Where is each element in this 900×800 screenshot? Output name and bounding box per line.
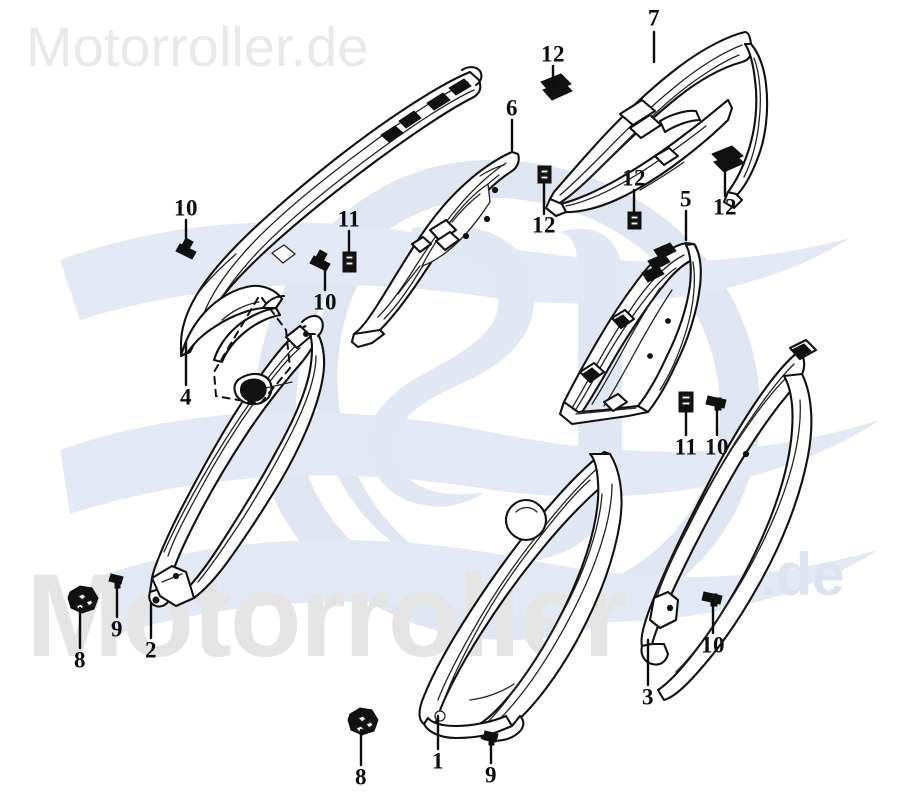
callout-label-10[interactable]: 10 [705,434,729,460]
callout-label-12[interactable]: 12 [713,194,737,220]
fastener-12-clip-b[interactable] [627,211,642,230]
part-1-left-side-fairing-panel[interactable] [418,450,623,742]
fastener-10-screw-d[interactable] [701,591,723,607]
fastener-12-clip-a[interactable] [540,73,573,101]
callout-label-2[interactable]: 2 [145,637,157,663]
callout-label-3[interactable]: 3 [642,684,654,710]
callout-label-12[interactable]: 12 [541,41,565,67]
callout-label-6[interactable]: 6 [506,95,518,121]
fastener-10-screw-b[interactable] [309,249,331,272]
callout-label-11[interactable]: 11 [337,206,361,232]
callout-label-10[interactable]: 10 [313,289,337,315]
callout-label-8[interactable]: 8 [74,647,86,673]
part-7-rear-grab-rail-cover[interactable] [544,30,769,218]
part-3-right-side-fairing-panel[interactable] [640,338,818,702]
callout-label-12[interactable]: 12 [622,165,646,191]
alignment-dashed-line [212,297,292,406]
callout-label-9[interactable]: 9 [485,762,497,788]
callout-label-11[interactable]: 11 [674,434,698,460]
callout-label-10[interactable]: 10 [701,632,725,658]
callout-label-9[interactable]: 9 [111,616,123,642]
callout-label-4[interactable]: 4 [180,384,192,410]
fastener-12-clip-c[interactable] [711,145,745,173]
callout-leader-lines [78,30,727,767]
callout-label-12[interactable]: 12 [532,212,556,238]
fastener-11-grommet-b[interactable] [678,391,694,413]
callout-label-8[interactable]: 8 [355,764,367,790]
fastener-8-nut-a[interactable] [67,585,99,614]
callout-label-1[interactable]: 1 [432,748,444,774]
fastener-8-nut-b[interactable] [347,707,379,736]
part-5-right-upper-side-cover[interactable] [558,241,702,426]
part-2-left-rear-frame-cover[interactable] [148,314,326,608]
callout-label-5[interactable]: 5 [680,186,692,212]
callout-label-10[interactable]: 10 [174,195,198,221]
fastener-11-grommet-a[interactable] [342,251,357,273]
part-6-rear-center-cover[interactable] [350,150,520,349]
fastener-12-clip-d[interactable] [537,165,552,184]
part-4-left-upper-side-cover[interactable] [179,66,483,364]
callout-label-7[interactable]: 7 [648,5,660,31]
